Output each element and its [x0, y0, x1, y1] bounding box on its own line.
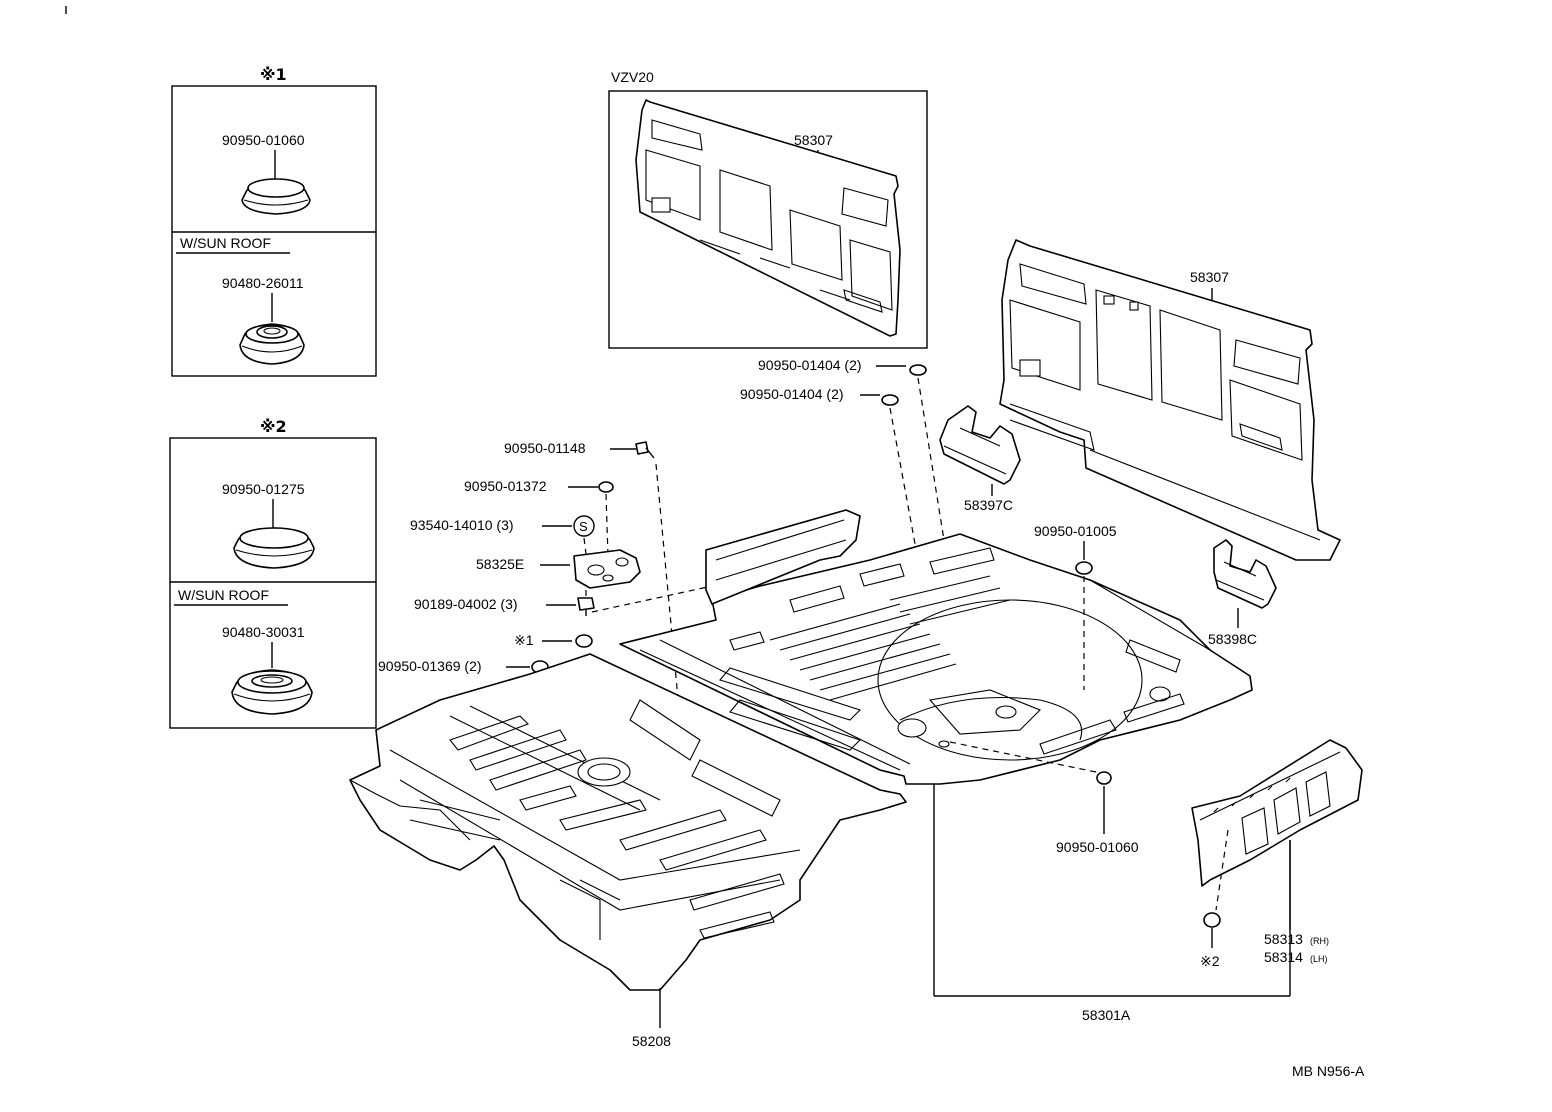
ref-2-label: ※2 — [1200, 953, 1220, 969]
inset-2-bottom-part-label: 90480-30031 — [222, 624, 305, 640]
rear-floor-label: 58301A — [1082, 1007, 1131, 1023]
rear-panel-label: 58307 — [1190, 269, 1229, 285]
floor-extension: ※2 58313 (RH) 58314 (LH) — [1191, 739, 1363, 969]
extension-rh-suffix: (RH) — [1310, 936, 1329, 946]
vzv20-inset: VZV20 58307 — [608, 69, 928, 349]
plug-01404-upper: 90950-01404 (2) — [758, 357, 945, 541]
floor-ribs — [719, 547, 1211, 755]
bracket-58397c-label: 58397C — [964, 497, 1013, 513]
vzv20-title: VZV20 — [611, 69, 654, 85]
vzv20-frame — [608, 90, 928, 349]
plug-01404-a-label: 90950-01404 (2) — [758, 357, 862, 373]
plug-01404-b-label: 90950-01404 (2) — [740, 386, 844, 402]
plug-01369-label: 90950-01369 (2) — [378, 658, 482, 674]
rear-panel-small — [635, 99, 901, 337]
bracket-58325e — [573, 549, 641, 589]
extension-rh-label: 58313 — [1264, 931, 1303, 947]
grommet-icon — [239, 323, 305, 365]
inset-1-top-part-label: 90950-01060 — [222, 132, 305, 148]
inset-2: ※2 90950-01275 W/SUN ROOF 90480-30031 — [169, 417, 377, 729]
inset-2-title: ※2 — [260, 417, 287, 436]
front-floor-label: 58208 — [632, 1033, 671, 1049]
nut-14010-label: 93540-14010 (3) — [410, 517, 514, 533]
s-mark: S — [579, 519, 588, 534]
plug-01005-label: 90950-01005 — [1034, 523, 1117, 539]
bracket-58397c: 58397C — [939, 405, 1021, 513]
inset-2-top-part-label: 90950-01275 — [222, 481, 305, 497]
s-mark-icon — [573, 515, 595, 537]
inset-1-sub-header: W/SUN ROOF — [180, 235, 271, 251]
bolt-04002-label: 90189-04002 (3) — [414, 596, 518, 612]
plug-icon — [241, 178, 311, 215]
inset-2-sub-header: W/SUN ROOF — [178, 587, 269, 603]
inset-2-frame — [169, 437, 377, 729]
plug-01404-lower: 90950-01404 (2) — [740, 386, 919, 561]
fastener-stack: 90950-01148 90950-01372 93540-14010 (3) … — [378, 440, 741, 721]
bracket-58325e-label: 58325E — [476, 556, 524, 572]
bolt-01148-label: 90950-01148 — [504, 440, 586, 456]
plug-01372-label: 90950-01372 — [464, 478, 547, 494]
ref-1-label: ※1 — [514, 632, 534, 648]
inset-1-frame — [171, 85, 377, 377]
drawing-id: MB N956-A — [1292, 1063, 1365, 1079]
grommet-icon — [231, 669, 313, 715]
rear-panel: 58307 — [999, 239, 1341, 561]
plug-01060: 90950-01060 — [949, 741, 1139, 855]
extension-lh-suffix: (LH) — [1310, 954, 1328, 964]
inset-1: ※1 90950-01060 W/SUN ROOF 90480-26011 — [171, 65, 377, 377]
bracket-58398c: 58398C — [1208, 539, 1277, 647]
plug-icon — [233, 527, 315, 569]
vzv20-part-label: 58307 — [794, 132, 833, 148]
extension-lh-label: 58314 — [1264, 949, 1303, 965]
inset-1-bottom-part-label: 90480-26011 — [222, 275, 304, 291]
plug-01005: 90950-01005 — [1034, 523, 1117, 690]
front-floor-pan: 58208 — [349, 653, 907, 1049]
inset-1-title: ※1 — [260, 65, 287, 84]
plug-01060-label: 90950-01060 — [1056, 839, 1139, 855]
bracket-58398c-label: 58398C — [1208, 631, 1257, 647]
